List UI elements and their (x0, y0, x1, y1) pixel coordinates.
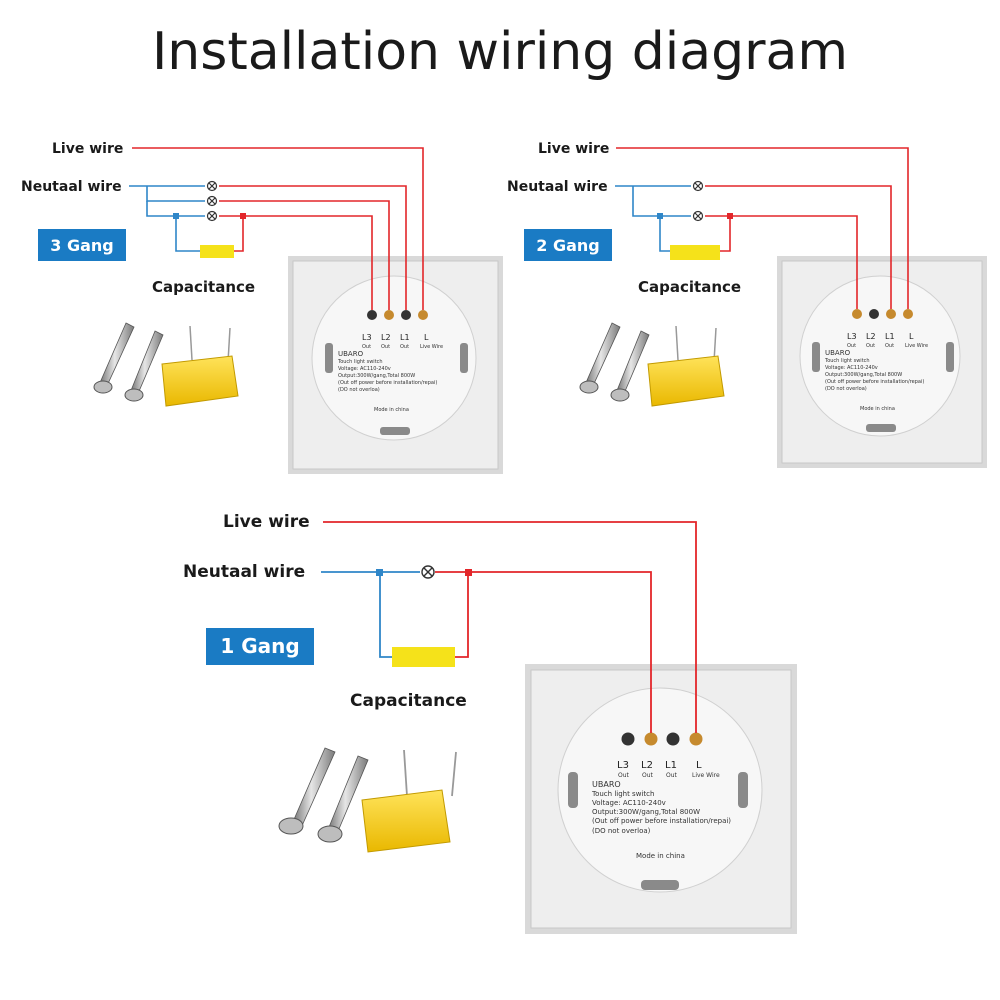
terminal-screws (367, 310, 428, 320)
spec-line: Output:300W/gang,Total 800W (825, 372, 902, 378)
terminal-sub-l: Live Wire (420, 344, 443, 350)
terminal-label-l1: L1 (400, 333, 410, 342)
terminal-label-l3: L3 (617, 760, 629, 771)
spec-line: Voltage: AC110-240v (592, 799, 666, 807)
junction-dot (240, 213, 246, 219)
gang-badge (206, 628, 314, 665)
made-in-label: Mode in china (860, 406, 895, 412)
terminal-label-l: L (909, 332, 914, 341)
panel-2-gang: Live wire Neutaal wire 2 Gang Capacitanc… (507, 141, 987, 468)
terminal-screws (621, 732, 703, 746)
terminal-sub-l3: Out (618, 772, 630, 779)
wiring (321, 521, 697, 733)
switch-back-plate: L3 L2 L1 L Out Out Out Live Wire UBARO T… (288, 256, 503, 474)
spec-line: (DO not overloa) (338, 387, 380, 393)
spec-line: Touch light switch (591, 790, 654, 798)
live-wire-label: Live wire (223, 512, 310, 532)
wiring (615, 147, 909, 309)
junction-dot (173, 213, 179, 219)
spec-line: (DO not overloa) (592, 827, 651, 835)
terminal-label-l: L (424, 333, 429, 342)
capacitor-symbol (392, 647, 455, 667)
screw-icon (317, 755, 369, 843)
brand-label: UBARO (338, 350, 364, 358)
brand-label: UBARO (592, 780, 621, 789)
gang-badge-label: 2 Gang (536, 236, 599, 255)
lamp-icon (692, 210, 704, 222)
neutral-wire-label: Neutaal wire (183, 562, 305, 582)
lamp-icon (692, 180, 704, 192)
junction-dot (465, 569, 472, 576)
terminal-sub-l1: Out (666, 772, 678, 779)
junction-dot (727, 213, 733, 219)
terminal-label-l1: L1 (665, 760, 677, 771)
terminal-sub-l1: Out (400, 344, 409, 350)
wiring (129, 147, 424, 310)
gang-badge (524, 229, 612, 261)
terminal-label-l2: L2 (381, 333, 391, 342)
junction-dot (657, 213, 663, 219)
lamp-icon (206, 195, 218, 207)
terminal-sub-l2: Out (866, 343, 875, 349)
spec-line: Output:300W/gang,Total 800W (338, 373, 415, 379)
capacitor-icon (647, 325, 725, 407)
panel-3-gang: Live wire Neutaal wire 3 Gang Capacitanc… (21, 141, 503, 474)
junction-dot (376, 569, 383, 576)
neutral-wire-label: Neutaal wire (507, 179, 608, 195)
switch-back-plate: L3 L2 L1 L Out Out Out Live Wire UBARO T… (525, 664, 797, 934)
screw-icon (93, 322, 135, 394)
lamp-icon (206, 180, 218, 192)
capacitance-label: Capacitance (152, 278, 255, 296)
capacitor-icon (361, 749, 457, 853)
capacitor-icon (161, 325, 239, 407)
terminal-label-l: L (696, 760, 702, 771)
page-title: Installation wiring diagram (151, 22, 849, 82)
gang-badge (38, 229, 126, 261)
spec-line: Output:300W/gang,Total 800W (592, 808, 700, 816)
terminal-label-l3: L3 (362, 333, 372, 342)
spec-line: (Out off power before installation/repai… (825, 379, 924, 385)
gang-badge-label: 1 Gang (220, 634, 299, 658)
terminal-sub-l1: Out (885, 343, 894, 349)
terminal-sub-l2: Out (381, 344, 390, 350)
panel-1-gang: Live wire Neutaal wire 1 Gang Capacitanc… (183, 512, 797, 934)
spec-line: Voltage: AC110-240v (338, 366, 391, 372)
terminal-label-l1: L1 (885, 332, 895, 341)
terminal-label-l2: L2 (866, 332, 876, 341)
capacitor-symbol (200, 245, 234, 258)
live-wire-label: Live wire (538, 141, 609, 157)
terminal-sub-l: Live Wire (692, 772, 720, 779)
made-in-label: Mode in china (374, 407, 409, 413)
spec-line: Touch light switch (824, 358, 870, 364)
lamp-icon (206, 210, 218, 222)
brand-label: UBARO (825, 349, 851, 357)
terminal-screws (852, 309, 913, 319)
spec-line: (Out off power before installation/repai… (338, 380, 437, 386)
screw-icon (610, 330, 650, 402)
terminal-sub-l2: Out (642, 772, 654, 779)
spec-line: Voltage: AC110-240v (825, 365, 878, 371)
gang-badge-label: 3 Gang (50, 236, 113, 255)
terminal-sub-l: Live Wire (905, 343, 928, 349)
screw-icon (124, 330, 164, 402)
capacitance-label: Capacitance (350, 691, 467, 711)
neutral-wire-label: Neutaal wire (21, 179, 122, 195)
spec-line: (Out off power before installation/repai… (592, 817, 731, 825)
capacitor-symbol (670, 245, 720, 260)
screw-icon (579, 322, 621, 394)
lamp-icon (421, 565, 435, 579)
spec-line: (DO not overloa) (825, 386, 867, 392)
spec-line: Touch light switch (337, 359, 383, 365)
terminal-label-l3: L3 (847, 332, 857, 341)
screw-icon (278, 747, 336, 835)
terminal-sub-l3: Out (847, 343, 856, 349)
capacitance-label: Capacitance (638, 278, 741, 296)
live-wire-label: Live wire (52, 141, 123, 157)
made-in-label: Mode in china (636, 852, 685, 860)
terminal-sub-l3: Out (362, 344, 371, 350)
terminal-label-l2: L2 (641, 760, 653, 771)
switch-back-plate: L3 L2 L1 L Out Out Out Live Wire UBARO T… (777, 256, 987, 468)
